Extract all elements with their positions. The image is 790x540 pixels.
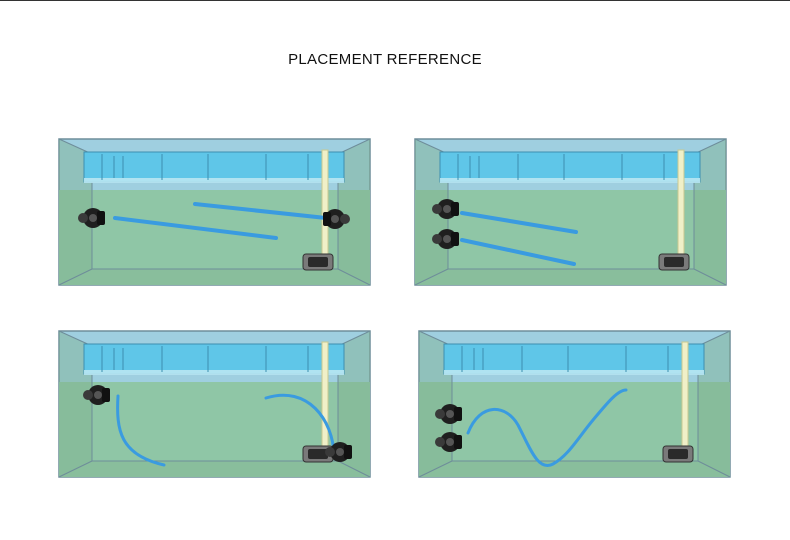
wave-pump: [432, 229, 459, 249]
flow-line: [460, 238, 576, 266]
tank-diagram-top-right: [414, 138, 729, 288]
wave-pump: [78, 208, 105, 228]
wave-pump: [432, 199, 459, 219]
flow-curve: [116, 394, 166, 467]
return-pump: [658, 253, 690, 271]
wave-pump: [83, 385, 110, 405]
page-title: PLACEMENT REFERENCE: [288, 51, 482, 68]
flow-curve: [264, 393, 336, 457]
return-pump: [302, 253, 334, 271]
wave-pump: [325, 442, 352, 462]
wave-pump: [435, 404, 462, 424]
tank-svg-top-left: [58, 138, 371, 286]
tank-svg-top-right: [414, 138, 727, 286]
flow-line: [113, 216, 278, 240]
tank-diagram-top-left: [58, 138, 373, 288]
top-rule: [0, 0, 790, 1]
tank-diagram-bottom-left: [58, 330, 373, 480]
tank-svg-bottom-right: [418, 330, 731, 478]
tank-svg-bottom-left: [58, 330, 371, 478]
wave-pump: [323, 209, 350, 229]
return-pump: [662, 445, 694, 463]
flow-line: [193, 202, 328, 220]
wave-pump: [435, 432, 462, 452]
flow-line: [460, 211, 578, 234]
tank-diagram-bottom-right: [418, 330, 733, 480]
flow-wave: [466, 388, 628, 468]
